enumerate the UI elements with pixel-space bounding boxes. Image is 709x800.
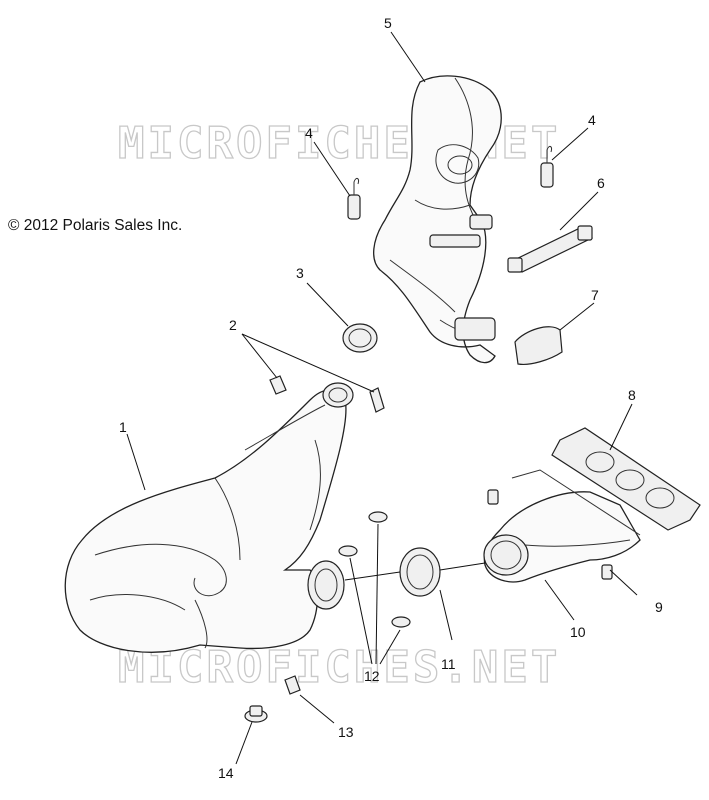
callout-1: 1 <box>119 419 127 435</box>
part-3-gasket-ring <box>342 323 378 353</box>
callout-2: 2 <box>229 317 237 333</box>
callout-8: 8 <box>628 387 636 403</box>
part-7-bracket <box>514 326 563 365</box>
copyright-text: © 2012 Polaris Sales Inc. <box>8 217 182 234</box>
part-10-manifold <box>483 469 641 583</box>
part-4-spring-left <box>347 177 361 220</box>
part-5-silencer <box>373 75 502 364</box>
part-12-springs <box>338 511 411 628</box>
part-2-hardware <box>269 375 385 413</box>
part-1-muffler <box>64 382 354 653</box>
callout-11: 11 <box>441 656 456 672</box>
leader-lines <box>126 31 638 765</box>
callout-4-right: 4 <box>588 112 596 128</box>
callout-4-left: 4 <box>305 125 313 141</box>
part-9-bolts <box>487 489 613 580</box>
callout-6: 6 <box>597 175 605 191</box>
callout-7: 7 <box>591 287 599 303</box>
part-14-screw <box>244 705 268 723</box>
part-13-grommet <box>284 675 301 695</box>
part-11-coupler <box>399 547 441 597</box>
callout-12: 12 <box>364 668 380 684</box>
part-8-gasket-plate <box>551 427 701 531</box>
part-6-clamp <box>507 225 594 273</box>
callout-10: 10 <box>570 624 586 640</box>
callout-14: 14 <box>218 765 234 781</box>
callout-3: 3 <box>296 265 304 281</box>
callout-5: 5 <box>384 15 392 31</box>
part-4-spring-right <box>540 145 554 188</box>
watermark-bottom: MICROFICHES.NET <box>118 642 560 693</box>
callout-9: 9 <box>655 599 663 615</box>
callout-13: 13 <box>338 724 354 740</box>
